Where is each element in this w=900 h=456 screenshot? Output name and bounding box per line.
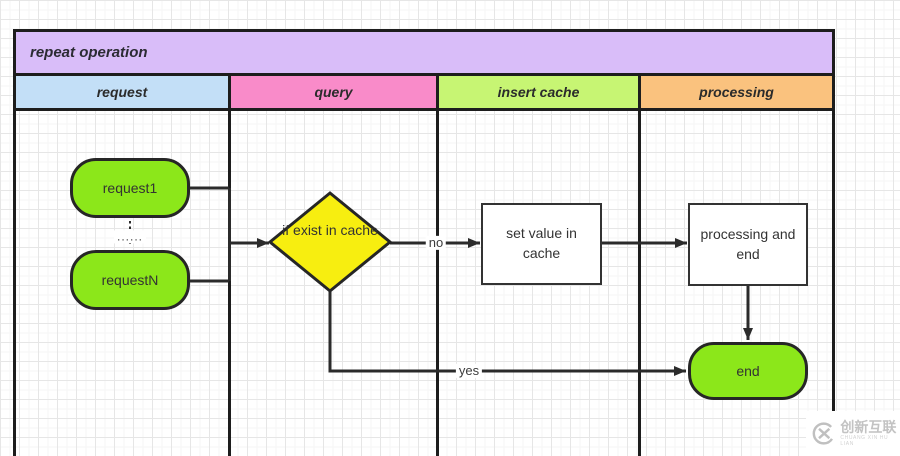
lane-header-insert-cache: insert cache [439,76,641,108]
lane-header-query: query [231,76,439,108]
swimlane-pool: repeat operation request query insert ca… [13,29,835,456]
edge-label-no: no [425,235,447,251]
edge-label-yes: yes [455,363,483,379]
lane-divider [228,108,231,456]
watermark: 创新互联 CHUANG XIN HU LIAN [806,411,900,456]
node-processing-and-end: processing and end [688,203,808,286]
node-decision-diamond [267,191,393,293]
watermark-logo-icon [812,422,835,445]
node-request1: request1 [70,158,190,218]
watermark-subtitle: CHUANG XIN HU LIAN [840,435,889,448]
edge-label-ellipsis: ...... [113,230,147,244]
lane-divider [436,108,439,456]
decision-label: if exist in cache [282,222,378,238]
lane-header-row: request query insert cache processing [16,76,832,111]
pool-title: repeat operation [16,32,832,76]
lane-divider [638,108,641,456]
node-set-value-in-cache: set value in cache [481,203,602,285]
node-end: end [688,342,808,400]
node-requestN: requestN [70,250,190,310]
lane-header-request: request [16,76,231,108]
watermark-name: 创新互联 [840,418,897,435]
lane-header-processing: processing [641,76,832,108]
